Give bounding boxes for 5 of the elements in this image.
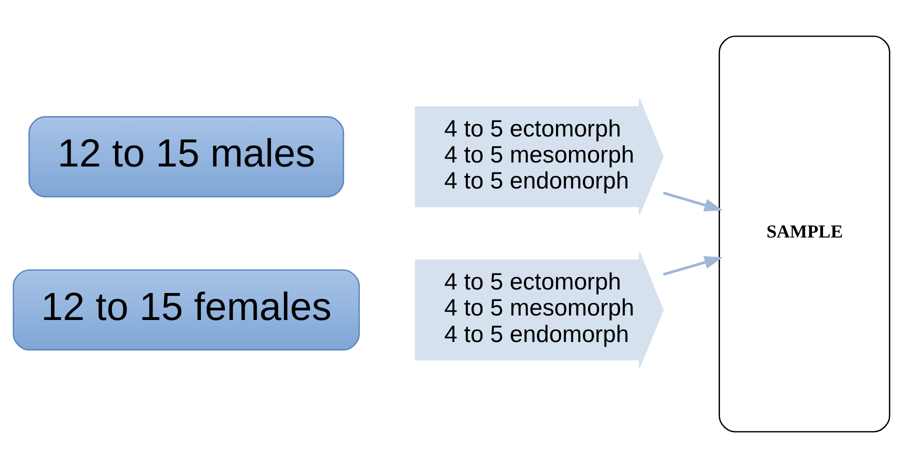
node-box: 12 to 15 females <box>12 269 360 351</box>
node-box: SAMPLE <box>718 36 890 432</box>
arrow <box>663 256 723 276</box>
arrow <box>663 192 723 212</box>
node-box: 12 to 15 males <box>28 116 344 198</box>
